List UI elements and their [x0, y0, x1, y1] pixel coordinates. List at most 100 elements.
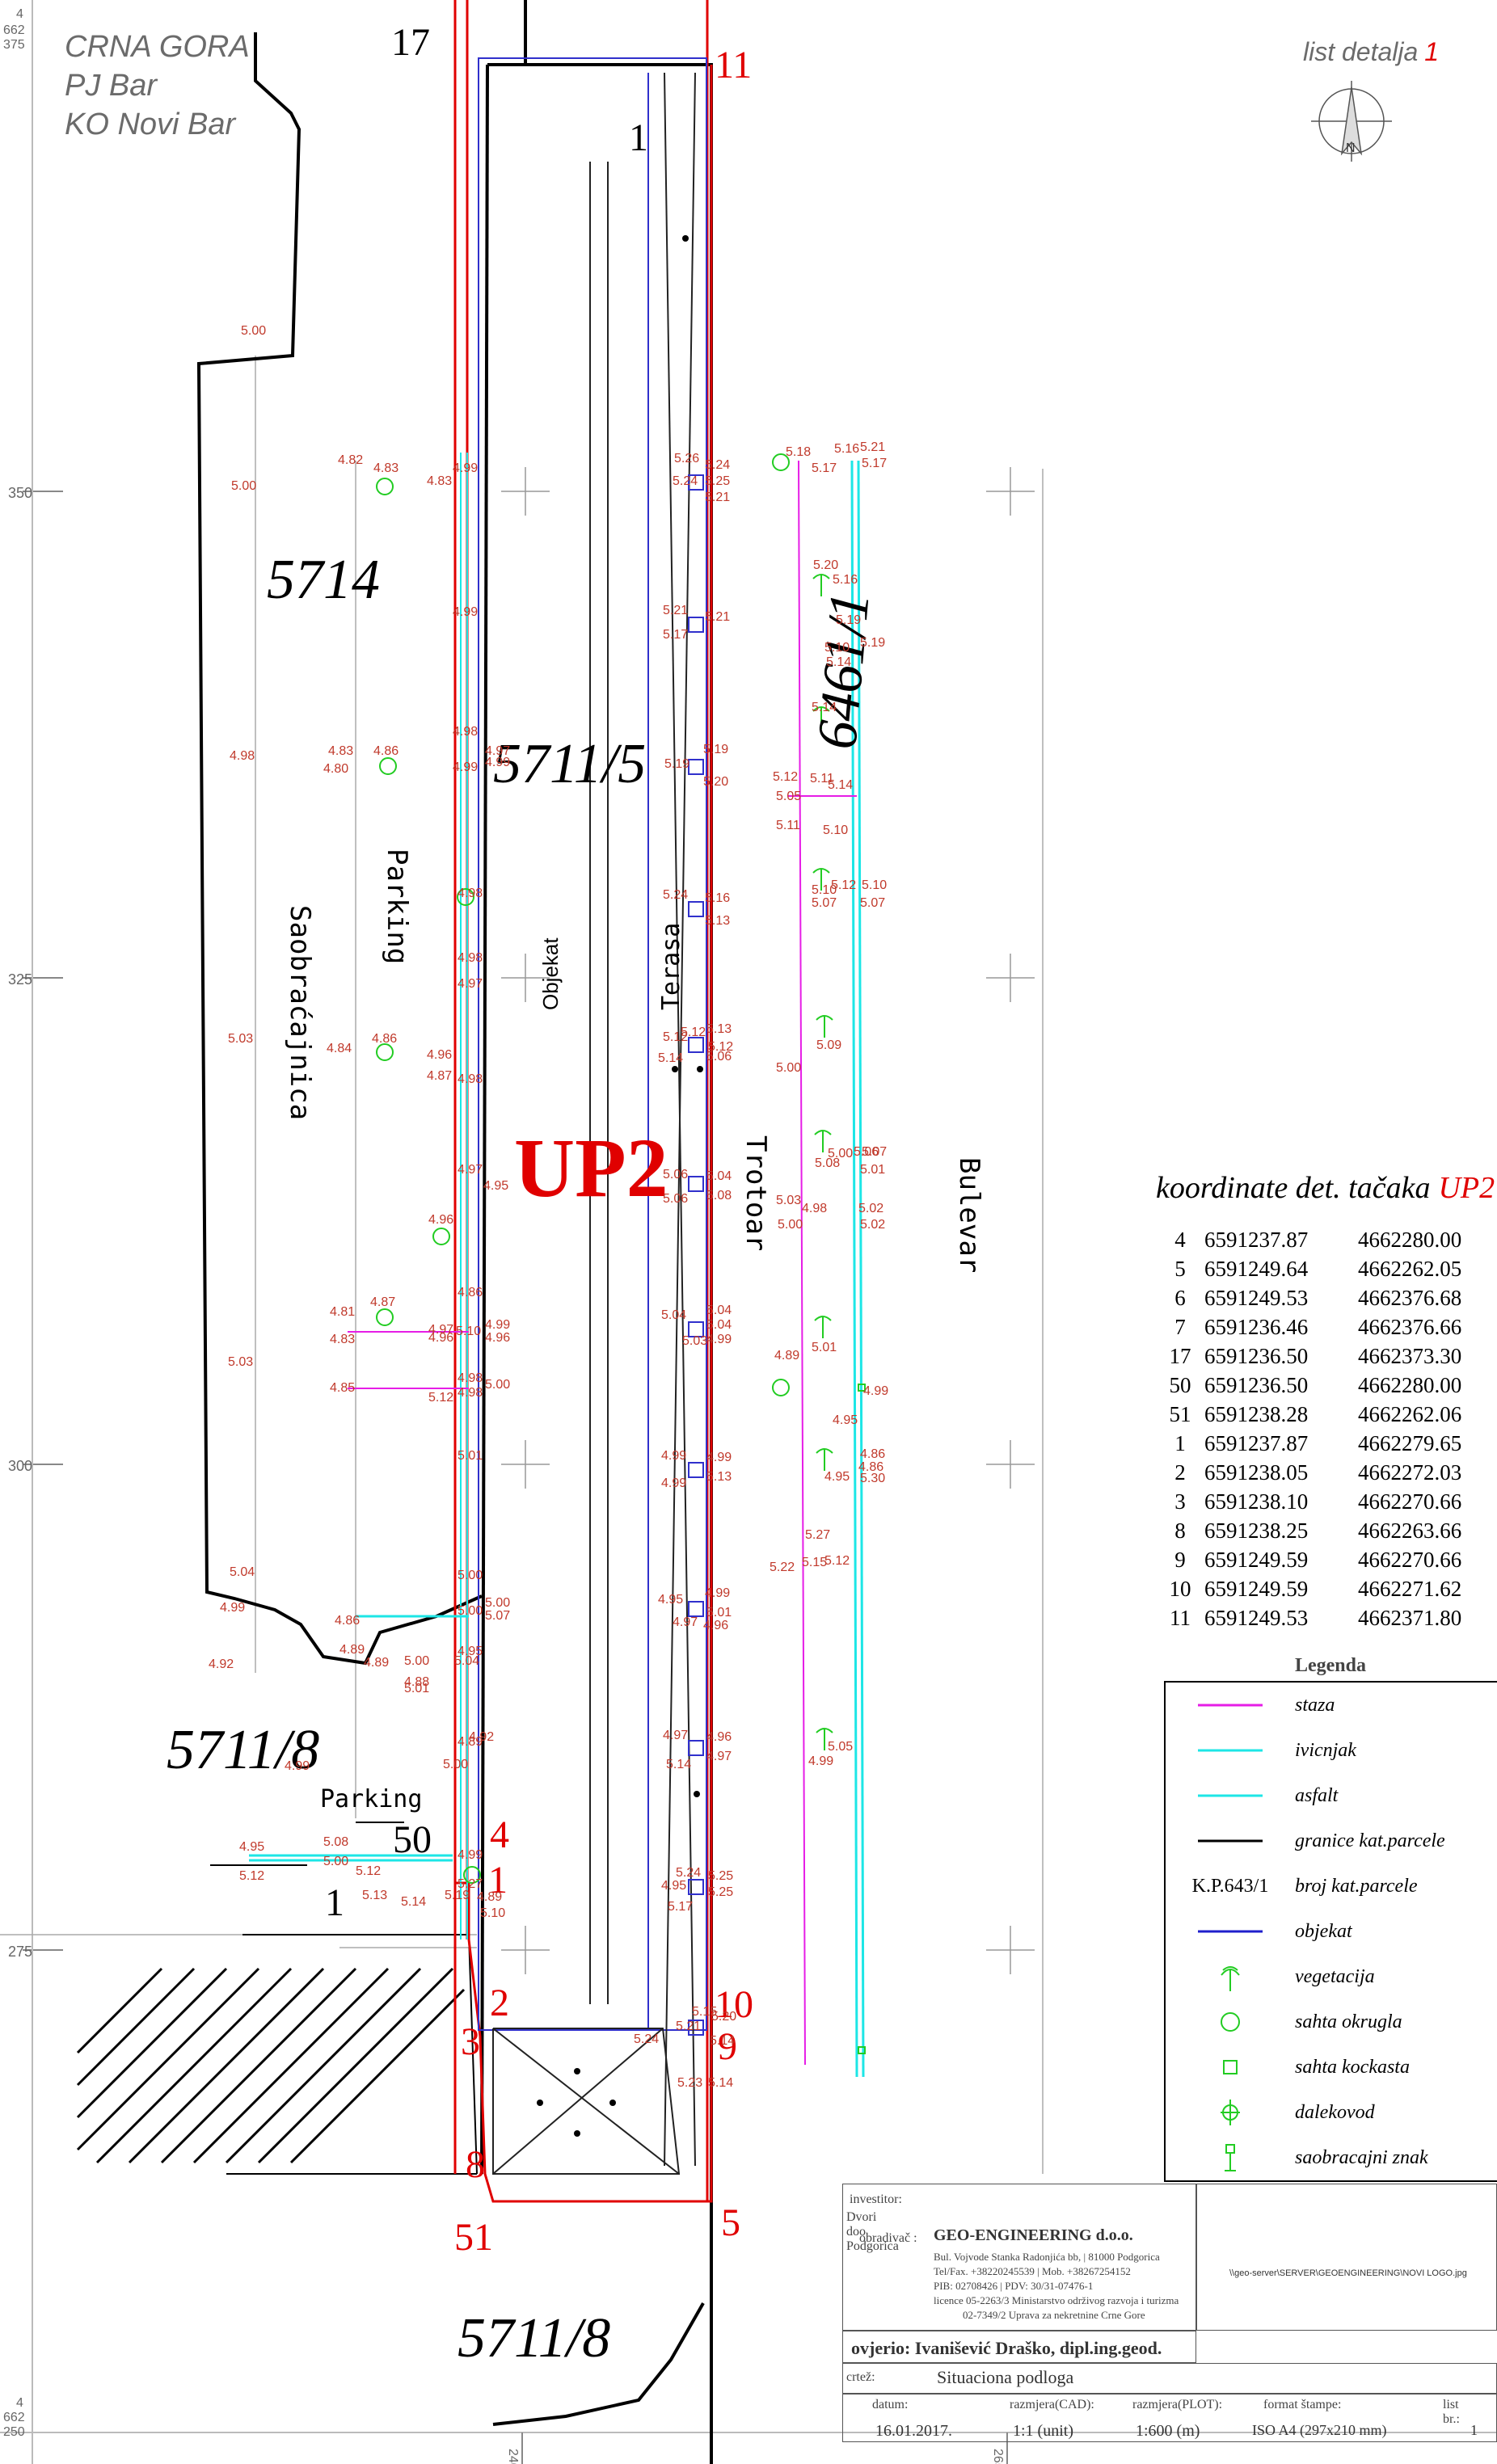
header-country: CRNA GORA [65, 30, 250, 64]
elevation-value: 4.97 [673, 1615, 698, 1629]
label-parking-1: Parking [381, 849, 413, 964]
elevation-value: 4.99 [808, 1754, 833, 1768]
elevation-value: 4.96 [706, 1730, 732, 1744]
elevation-value: 4.86 [858, 1460, 883, 1474]
company-pib: PIB: 02708426 | PDV: 30/31-07476-1 [934, 2280, 1094, 2292]
legend-item: granice kat.parcele [1166, 1818, 1497, 1864]
elevation-value: 4.99 [485, 756, 510, 769]
elevation-value: 5.24 [676, 1866, 701, 1880]
elevation-value: 5.19 [860, 636, 885, 650]
parcel-5714: 5714 [267, 549, 380, 611]
elevation-value: 5.09 [816, 1038, 841, 1052]
legend-item: saobracajni znak [1166, 2135, 1497, 2180]
coord-y: 6591249.59 [1204, 1547, 1309, 1572]
elevation-value: 4.99 [706, 1333, 732, 1346]
legend-item: dalekovod [1166, 2090, 1497, 2135]
coord-x: 4662270.66 [1358, 1489, 1462, 1514]
coord-x: 4662371.80 [1358, 1605, 1462, 1630]
legend-item-label: saobracajni znak [1295, 2146, 1428, 2168]
legend-item: asfalt [1166, 1773, 1497, 1818]
elevation-value: 4.97 [458, 977, 483, 991]
point-1: 1 [488, 1859, 508, 1902]
elevation-value: 5.03 [228, 1032, 253, 1046]
legend-item-label: sahta kockasta [1295, 2056, 1410, 2078]
elevation-value: 5.25 [705, 474, 730, 488]
elevation-value: 4.85 [330, 1381, 355, 1395]
elevation-value: 4.95 [661, 1879, 686, 1893]
elevation-value: 5.24 [634, 2032, 659, 2046]
coord-y: 6591249.59 [1204, 1576, 1309, 1601]
elevation-value: 5.00 [485, 1596, 510, 1610]
elevation-value: 5.16 [833, 573, 858, 587]
elevation-value: 4.98 [458, 887, 483, 900]
elevation-value: 4.98 [458, 1386, 483, 1400]
palm-icon [1166, 1954, 1295, 1999]
elevation-value: 5.07 [812, 896, 837, 910]
axis-label-275: 275 [8, 1944, 32, 1960]
elevation-value: 5.01 [706, 1606, 732, 1620]
elevation-value: 5.12 [663, 1030, 688, 1044]
circle-icon [1166, 1999, 1295, 2045]
elevation-value: 4.97 [428, 1323, 453, 1337]
elevation-value: 4.83 [328, 744, 353, 758]
elevation-value: 4.96 [703, 1619, 728, 1632]
elevation-value: 4.84 [327, 1042, 352, 1055]
hatched-building [76, 1967, 466, 2164]
list-detalja-label: list detalja [1303, 37, 1419, 66]
elevation-value: 5.14 [666, 1758, 691, 1771]
point-id: 50 [1169, 1372, 1191, 1397]
coord-y: 6591237.87 [1204, 1430, 1309, 1455]
elevation-value: 5.16 [705, 891, 730, 905]
elevation-value: 5.00 [241, 324, 266, 338]
axis-label-top-b: 662 [3, 23, 25, 37]
coord-x: 4662272.03 [1358, 1459, 1462, 1485]
legend-item-label: staza [1295, 1694, 1335, 1716]
company-licence-1: licence 05-2263/3 Ministarstvo održivog … [934, 2294, 1179, 2306]
elevation-value: 5.15 [802, 1556, 827, 1569]
coord-x: 4662262.06 [1358, 1401, 1462, 1426]
elevation-value: 5.07 [485, 1609, 510, 1623]
axis-label-300: 300 [8, 1458, 32, 1474]
elevation-value: 4.89 [339, 1643, 365, 1657]
elevation-value: 5.12 [824, 1554, 850, 1568]
elevation-value: 5.00 [231, 479, 256, 493]
point-id: 7 [1174, 1314, 1186, 1339]
point-id: 8 [1174, 1518, 1186, 1543]
objekat-dots [537, 235, 703, 2137]
elevation-value: 5.08 [323, 1835, 348, 1849]
elevation-value: 5.01 [812, 1341, 837, 1354]
elevation-value: 4.80 [323, 762, 348, 776]
elevation-value: 4.98 [458, 1371, 483, 1385]
elevation-value: 5.04 [706, 1304, 732, 1317]
legend-item: objekat [1166, 1909, 1497, 1954]
coord-y: 6591249.53 [1204, 1285, 1309, 1310]
elevation-value: 5.26 [674, 452, 699, 465]
objekat-outline [460, 57, 707, 2031]
square-icon [1166, 2045, 1295, 2090]
elevation-value: 5.07 [860, 896, 885, 910]
elevation-value: 4.96 [427, 1048, 452, 1062]
elevation-value: 5.04 [706, 1318, 732, 1332]
elevation-value: 4.99 [453, 760, 478, 774]
elevation-value: 4.98 [458, 1072, 483, 1086]
point-11: 11 [715, 44, 752, 86]
elevation-value: 4.96 [428, 1331, 453, 1345]
elevation-value: 5.04 [661, 1308, 686, 1322]
header-cadastral-municipality: KO Novi Bar [65, 107, 236, 141]
point-3: 3 [461, 2020, 480, 2063]
elevation-value: 5.03 [682, 1334, 707, 1348]
format-value: ISO A4 (297x210 mm) [1252, 2422, 1387, 2438]
elevation-value: 4.97 [458, 1163, 483, 1177]
list-detalja-number: 1 [1424, 37, 1440, 66]
coordinates-title-zone: UP2 [1438, 1171, 1495, 1205]
elevation-value: 5.11 [776, 819, 800, 832]
razmjera-cad-label: razmjera(CAD): [1010, 2398, 1094, 2411]
point-1-top: 1 [629, 116, 648, 159]
elevation-value: 5.17 [862, 457, 887, 470]
